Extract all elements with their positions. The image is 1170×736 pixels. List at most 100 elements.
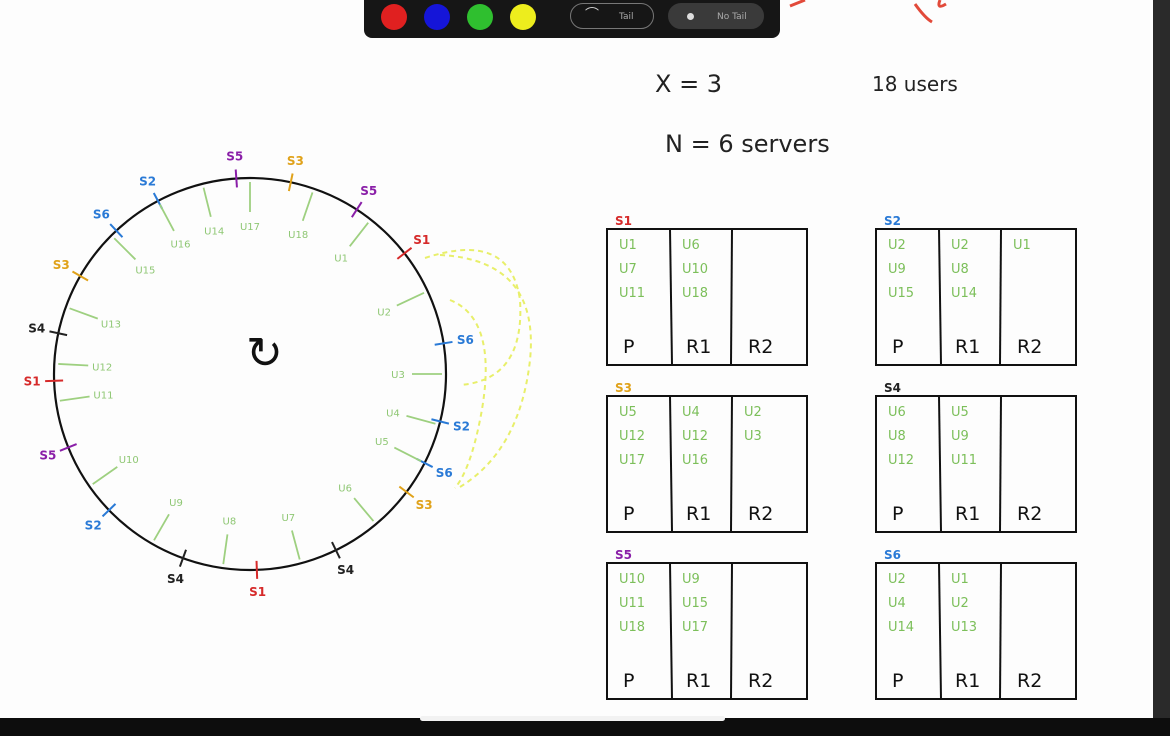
table-cell: U9 <box>682 572 700 587</box>
home-indicator[interactable] <box>420 716 725 721</box>
ring-marker-s5: S5 <box>351 184 377 218</box>
ring-user-spoke: U4 <box>386 408 436 425</box>
ring-user-spoke: U10 <box>92 455 139 485</box>
right-edge-strip <box>1153 0 1170 736</box>
replication-arcs <box>424 249 532 489</box>
ring-user-label: U16 <box>170 239 190 250</box>
table-column-header: R2 <box>748 336 773 358</box>
ring-marker-label: S6 <box>436 466 453 480</box>
table-cell: U17 <box>682 620 708 635</box>
table-cell: U10 <box>619 572 645 587</box>
table-cell: U11 <box>619 596 645 611</box>
server-table-title: S4 <box>884 381 901 395</box>
server-table-title: S1 <box>615 214 632 228</box>
table-cell: U3 <box>744 429 762 444</box>
ring-user-spoke: U17 <box>240 182 260 233</box>
table-cell: U2 <box>951 596 969 611</box>
ring-marker-label: S5 <box>360 184 377 198</box>
whiteboard-canvas[interactable]: ⌒ Tail No Tail X = 3 N = 6 servers 18 us… <box>0 0 1153 718</box>
ring-marker-label: S5 <box>39 449 56 463</box>
table-cell: U4 <box>888 596 906 611</box>
table-cell: U9 <box>951 429 969 444</box>
ring-user-label: U18 <box>288 230 308 241</box>
table-column-header: P <box>623 336 634 358</box>
table-cell: U6 <box>682 238 700 253</box>
ring-marker-s4: S4 <box>331 541 354 577</box>
green-pen-swatch[interactable] <box>467 4 493 30</box>
ring-user-spoke: U11 <box>59 391 113 402</box>
table-cell: U18 <box>619 620 645 635</box>
tail-label: Tail <box>619 12 634 22</box>
ring-marker-label: S3 <box>53 258 70 272</box>
ring-marker-s1: S1 <box>24 375 64 389</box>
ring-marker-s3: S3 <box>53 258 89 282</box>
ring-marker-label: S2 <box>453 420 470 434</box>
ring-user-label: U10 <box>119 455 139 466</box>
table-cell: U12 <box>619 429 645 444</box>
ring-marker-label: S3 <box>416 498 433 512</box>
ring-user-spoke: U1 <box>334 222 369 264</box>
yellow-pen-swatch[interactable] <box>510 4 536 30</box>
table-cell: U2 <box>888 572 906 587</box>
table-cell: U2 <box>888 238 906 253</box>
ring-user-spoke: U12 <box>58 362 112 373</box>
server-table-title: S6 <box>884 548 901 562</box>
table-cell: U16 <box>682 453 708 468</box>
no-tail-toggle-button[interactable]: No Tail <box>668 3 764 29</box>
red-pen-swatch[interactable] <box>381 4 407 30</box>
table-cell: U8 <box>888 429 906 444</box>
ring-marker-label: S1 <box>24 375 41 389</box>
table-column-header: R1 <box>955 336 980 358</box>
table-cell: U12 <box>888 453 914 468</box>
table-cell: U15 <box>888 286 914 301</box>
ring-marker-label: S3 <box>287 154 304 168</box>
ring-user-label: U7 <box>281 513 295 524</box>
table-cell: U12 <box>682 429 708 444</box>
ring-marker-s4: S4 <box>167 549 187 586</box>
ring-user-label: U13 <box>101 319 121 330</box>
table-column-header: R1 <box>686 670 711 692</box>
blue-pen-swatch[interactable] <box>424 4 450 30</box>
table-cell: U14 <box>888 620 914 635</box>
ring-user-label: U1 <box>334 253 348 264</box>
table-column-header: R2 <box>1017 336 1042 358</box>
ring-marker-label: S4 <box>167 572 184 586</box>
ring-user-label: U9 <box>169 498 183 509</box>
table-cell: U1 <box>619 238 637 253</box>
ring-marker-s3: S3 <box>398 485 433 512</box>
users-count-note: 18 users <box>872 72 958 96</box>
ring-marker-s2: S2 <box>431 418 470 434</box>
ring-marker-label: S6 <box>93 208 110 222</box>
ring-user-label: U6 <box>338 483 352 494</box>
ring-marker-s6: S6 <box>93 208 124 238</box>
tail-toggle-button[interactable]: ⌒ Tail <box>570 3 654 29</box>
ring-user-label: U14 <box>204 226 224 237</box>
bottom-bar <box>0 718 1170 736</box>
ring-marker-s1: S1 <box>249 560 266 599</box>
table-cell: U10 <box>682 262 708 277</box>
ring-user-spoke: U13 <box>69 307 121 330</box>
table-column-header: R2 <box>1017 670 1042 692</box>
rotation-arrow-icon: ↻ <box>246 328 283 379</box>
ring-user-label: U4 <box>386 408 400 419</box>
table-cell: U18 <box>682 286 708 301</box>
ring-user-spoke: U14 <box>202 187 224 237</box>
table-column-header: R1 <box>686 503 711 525</box>
ring-user-label: U12 <box>92 362 112 373</box>
ring-marker-label: S4 <box>28 322 45 336</box>
ring-user-spoke: U8 <box>222 517 236 565</box>
curve-icon: ⌒ <box>585 7 599 23</box>
ring-user-label: U2 <box>377 307 391 318</box>
table-cell: U7 <box>619 262 637 277</box>
ring-user-label: U17 <box>240 222 260 233</box>
table-cell: U6 <box>888 405 906 420</box>
hash-ring-circle <box>52 176 448 572</box>
table-cell: U17 <box>619 453 645 468</box>
ring-marker-s5: S5 <box>39 443 77 463</box>
no-tail-label: No Tail <box>717 12 747 22</box>
table-column-header: R1 <box>686 336 711 358</box>
